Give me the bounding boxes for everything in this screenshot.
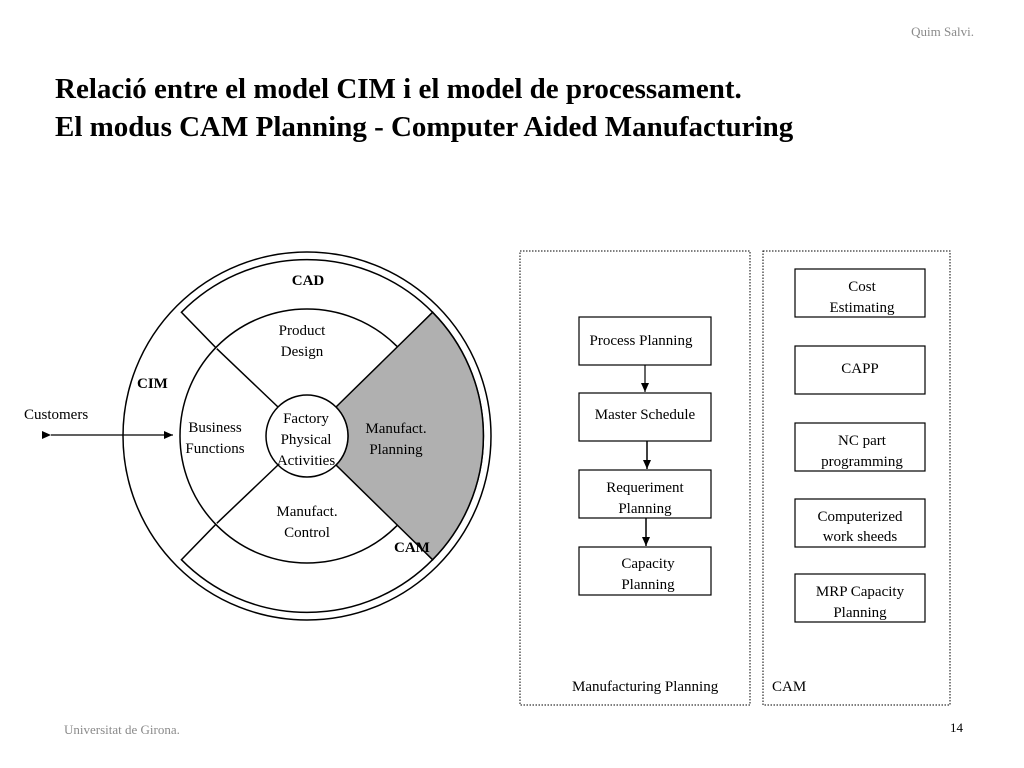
cad-label: CAD — [292, 273, 325, 289]
product-design-line-1: Product — [279, 323, 326, 339]
title-line-1: Relació entre el model CIM i el model de… — [55, 73, 742, 105]
computerized-work-sheeds-line-1: Computerized — [818, 509, 903, 525]
cost-estimating-line-2: Estimating — [830, 300, 895, 316]
cam-frame — [762, 250, 951, 706]
business-functions-line-1: Business — [188, 420, 242, 436]
capacity-planning-box — [578, 546, 712, 596]
business-functions-line-2: Functions — [185, 441, 244, 457]
nc-part-programming-box — [794, 422, 926, 472]
cim-wheel: CAD CIM CAM Factory Physical Activities … — [122, 251, 492, 621]
mrp-capacity-planning-box — [794, 573, 926, 623]
manufact-control-line-1: Manufact. — [276, 504, 337, 520]
master-schedule-box — [578, 392, 712, 442]
center-line-1: Factory — [283, 411, 329, 427]
cam-caption: CAM — [772, 679, 806, 695]
factory-center-circle — [265, 394, 349, 478]
manufact-control-line-2: Control — [284, 525, 330, 541]
title-line-2: El modus CAM Planning - Computer Aided M… — [55, 111, 794, 143]
requeriment-planning-line-1: Requeriment — [606, 480, 684, 496]
capacity-planning-line-2: Planning — [621, 577, 675, 593]
requeriment-planning-box — [578, 469, 712, 519]
manufact-planning-line-1: Manufact. — [365, 421, 426, 437]
divider-nw — [216, 348, 279, 408]
cam-wheel-label: CAM — [394, 540, 430, 556]
process-planning-text: Process Planning — [590, 333, 693, 349]
center-line-3: Activities — [277, 453, 335, 469]
cim-label: CIM — [137, 376, 168, 392]
nc-part-programming-line-1: NC part — [838, 433, 887, 449]
manufact-planning-line-2: Planning — [369, 442, 423, 458]
mrp-capacity-planning-line-1: MRP Capacity — [816, 584, 905, 600]
requeriment-planning-line-2: Planning — [618, 501, 672, 517]
manufacturing-planning-frame — [519, 250, 751, 706]
manufacturing-planning-panel: Manufacturing Planning Process Planning … — [519, 250, 751, 706]
slide-title: Relació entre el model CIM i el model de… — [55, 70, 793, 146]
computerized-work-sheeds-line-2: work sheeds — [823, 529, 898, 545]
customers-label: Customers — [24, 407, 88, 423]
author-name: Quim Salvi. — [911, 24, 974, 39]
capp-text: CAPP — [841, 361, 879, 377]
process-planning-box — [578, 316, 712, 366]
divider-sw — [216, 464, 279, 524]
capacity-planning-line-1: Capacity — [621, 556, 675, 572]
product-design-line-2: Design — [281, 344, 324, 360]
manufacturing-planning-caption: Manufacturing Planning — [572, 679, 719, 695]
footer-university: Universitat de Girona. — [64, 722, 180, 737]
mrp-capacity-planning-line-2: Planning — [833, 605, 887, 621]
cost-estimating-box — [794, 268, 926, 318]
page-number: 14 — [950, 720, 963, 735]
cam-panel: CAM Cost Estimating CAPP NC part program… — [762, 250, 951, 706]
cost-estimating-line-1: Cost — [848, 279, 876, 295]
master-schedule-text: Master Schedule — [595, 407, 696, 423]
center-line-2: Physical — [281, 432, 332, 448]
computerized-work-sheeds-box — [794, 498, 926, 548]
capp-box — [794, 345, 926, 395]
nc-part-programming-line-2: programming — [821, 454, 903, 470]
